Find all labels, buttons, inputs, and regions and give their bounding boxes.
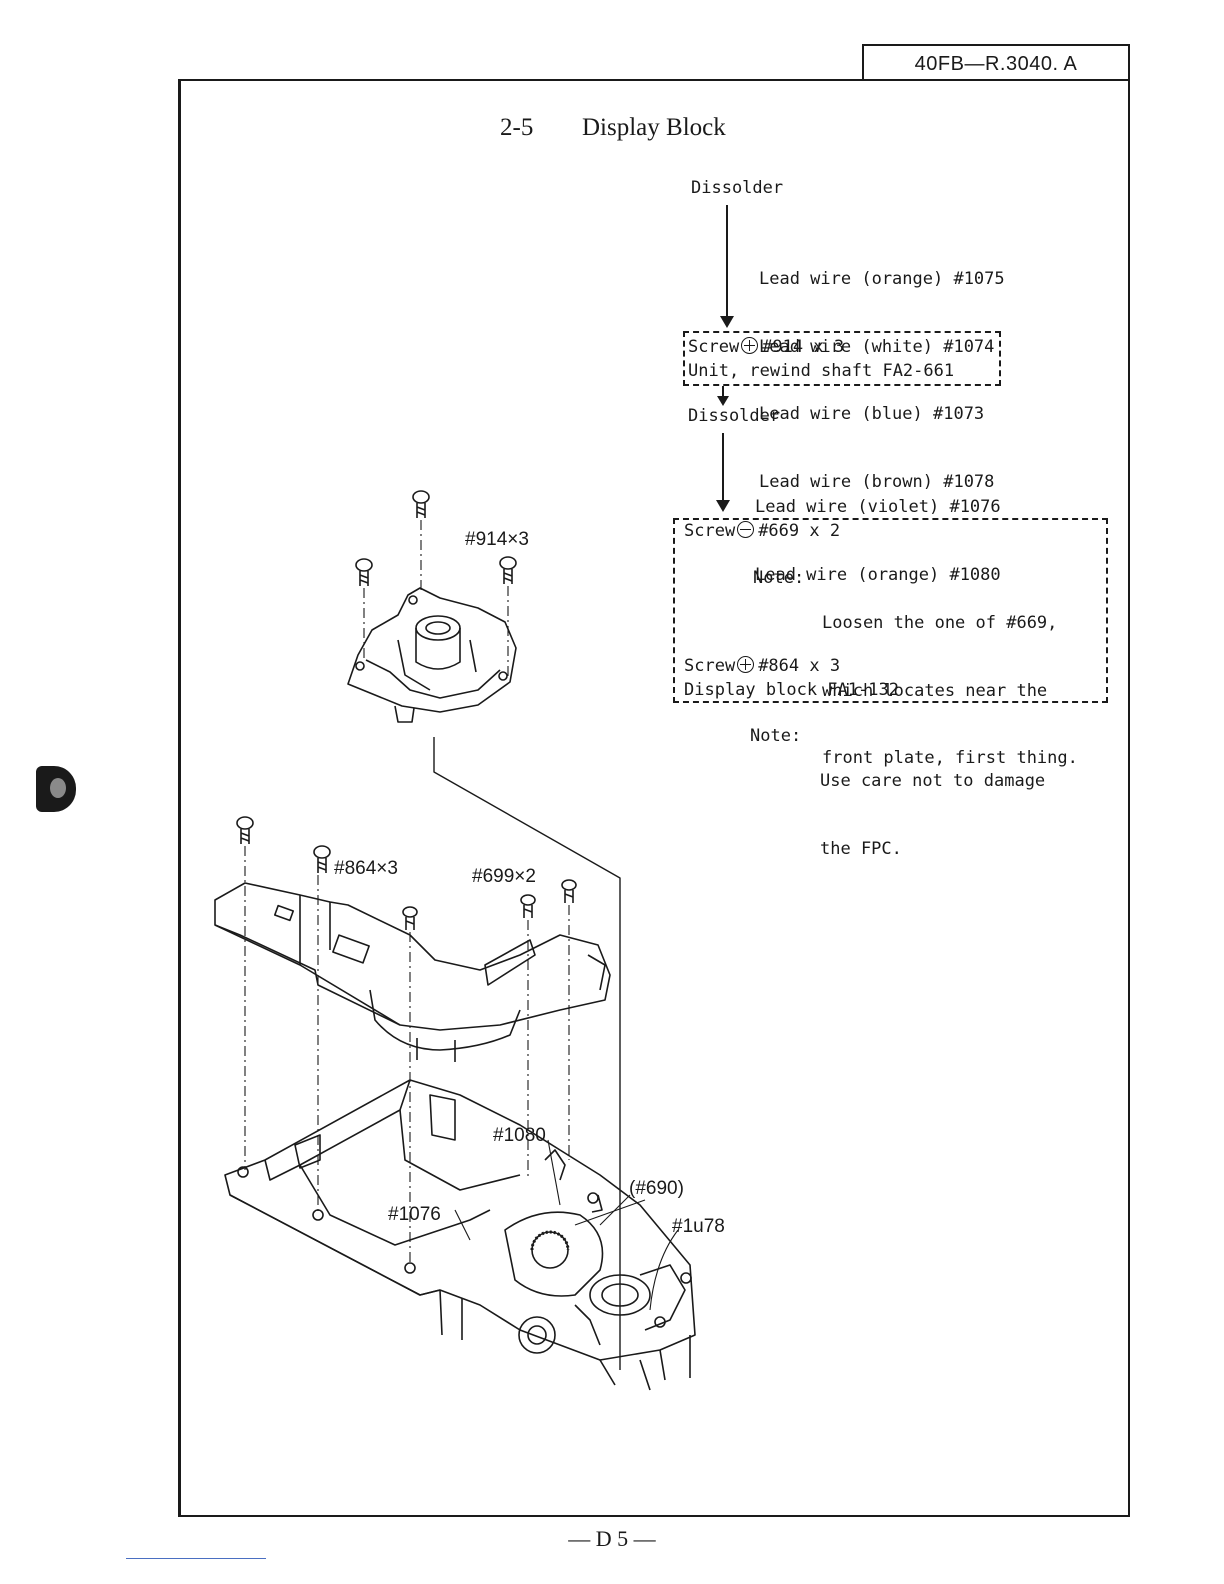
box2-note-lines: Loosen the one of #669, which locates ne… [822, 567, 1078, 792]
box2-note-label: Note: [753, 568, 805, 588]
box2-screw1-spec: #669 x 2 [758, 521, 841, 541]
label-699x2: #699×2 [472, 866, 536, 887]
box1-unit: Unit, rewind shaft FA2-661 [688, 361, 955, 381]
box2-screw2-label: Screw [684, 656, 736, 676]
label-wire-1078: #1u78 [672, 1216, 725, 1237]
note-line: the FPC. [820, 838, 902, 859]
camera-body-chassis [224, 1079, 696, 1391]
page-number: — D 5 — [568, 1526, 656, 1551]
page-frame [178, 79, 1130, 1517]
flow-arrow-2 [722, 386, 724, 400]
step2-heading: Dissolder [688, 406, 781, 426]
step1-wire-list: Lead wire (orange) #1075 Lead wire (whit… [759, 223, 1005, 516]
removal-box-1 [683, 331, 1001, 386]
wire-item: Lead wire (brown) #1078 [759, 471, 995, 492]
flow-arrow-1 [726, 205, 728, 320]
arrow-head-3 [716, 500, 730, 512]
removal-box-2 [673, 518, 1108, 703]
flow-arrow-3 [722, 433, 724, 505]
label-914x3: #914×3 [465, 529, 529, 550]
label-864x3: #864×3 [334, 858, 398, 879]
box1-screw-line: Screw #914 x 3 [688, 336, 844, 359]
box2-screw2-line: Screw #864 x 3 [684, 655, 840, 678]
note-line: which locates near the [822, 680, 1048, 701]
step1-heading: Dissolder [691, 178, 784, 198]
phillips-screw-icon [741, 337, 759, 354]
screw-set-864-699 [236, 816, 577, 930]
rewind-shaft-unit [347, 587, 517, 723]
label-wire-1080: #1080 [493, 1125, 546, 1146]
wire-item: Lead wire (violet) #1076 [755, 497, 1001, 517]
phillips-screw-icon [737, 656, 755, 673]
note2-label: Note: [750, 726, 802, 746]
display-block-cover [214, 882, 611, 1062]
note2-lines: Use care not to damage the FPC. [820, 725, 1045, 883]
note-line: Use care not to damage [820, 771, 1046, 791]
note-line: Loosen the one of #669, [822, 613, 1058, 633]
label-690: (#690) [629, 1178, 684, 1199]
box2-screw1-line: Screw #669 x 2 [684, 520, 840, 543]
box2-screw1-label: Screw [684, 521, 736, 541]
arrow-head-2 [717, 396, 729, 406]
document-reference: 40FB—R.3040. A [862, 44, 1130, 81]
wire-item: Lead wire (white) #1074 [759, 336, 995, 357]
wire-item: Lead wire (orange) #1075 [759, 269, 1005, 289]
label-wire-1076: #1076 [388, 1204, 441, 1225]
margin-underline [126, 1558, 266, 1559]
box2-display-block: Display block FA1-132 [684, 680, 899, 700]
wire-item: Lead wire (orange) #1080 [755, 564, 1001, 585]
box1-screw-label: Screw [688, 337, 740, 357]
wire-item: Lead wire (blue) #1073 [759, 404, 985, 424]
section-title: Display Block [582, 114, 726, 141]
box2-screw2-spec: #864 x 3 [758, 656, 841, 676]
punch-hole-highlight [50, 778, 66, 798]
box1-screw-spec: #914 x 3 [762, 337, 845, 357]
section-number: 2-5 [500, 114, 534, 141]
slotted-screw-icon [737, 521, 755, 538]
note-line: front plate, first thing. [822, 748, 1078, 768]
arrow-head-1 [720, 316, 734, 328]
screw-set-914 [355, 490, 517, 586]
step2-wire-list: Lead wire (violet) #1076 Lead wire (oran… [755, 451, 1001, 609]
